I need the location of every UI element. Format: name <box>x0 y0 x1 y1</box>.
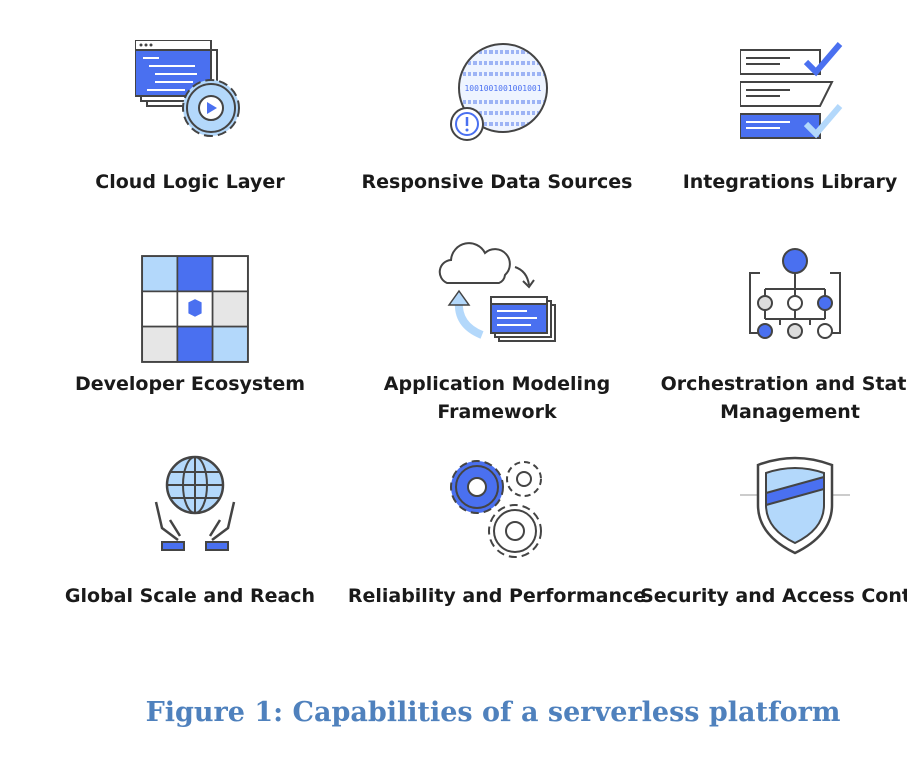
cloud-sync-icon <box>438 242 556 342</box>
binary-text: 1001001001001001 <box>464 84 541 93</box>
shield-icon <box>740 456 850 555</box>
capability-label: Developer Ecosystem <box>74 373 306 395</box>
window-gear-icon <box>135 40 240 137</box>
capability-label: Security and Access Control <box>640 585 907 607</box>
gears-icon <box>450 460 542 558</box>
checklist-icon <box>740 42 843 139</box>
puzzle-icon <box>141 255 249 363</box>
binary-globe-alert-icon: 1001001001001001 <box>450 43 548 141</box>
capability-label: Integrations Library <box>682 171 898 193</box>
globe-hands-icon <box>154 455 236 551</box>
capability-label: Reliability and Performance <box>347 585 647 607</box>
capability-label: Global Scale and Reach <box>64 585 316 607</box>
capability-label: Responsive Data Sources <box>361 171 633 193</box>
capability-label: Application Modeling Framework <box>383 373 611 423</box>
capability-label: Cloud Logic Layer <box>95 171 285 193</box>
hierarchy-icon <box>749 248 841 339</box>
figure-caption: Figure 1: Capabilities of a serverless p… <box>145 697 841 728</box>
capability-label: Orchestration and State Management <box>660 373 907 423</box>
